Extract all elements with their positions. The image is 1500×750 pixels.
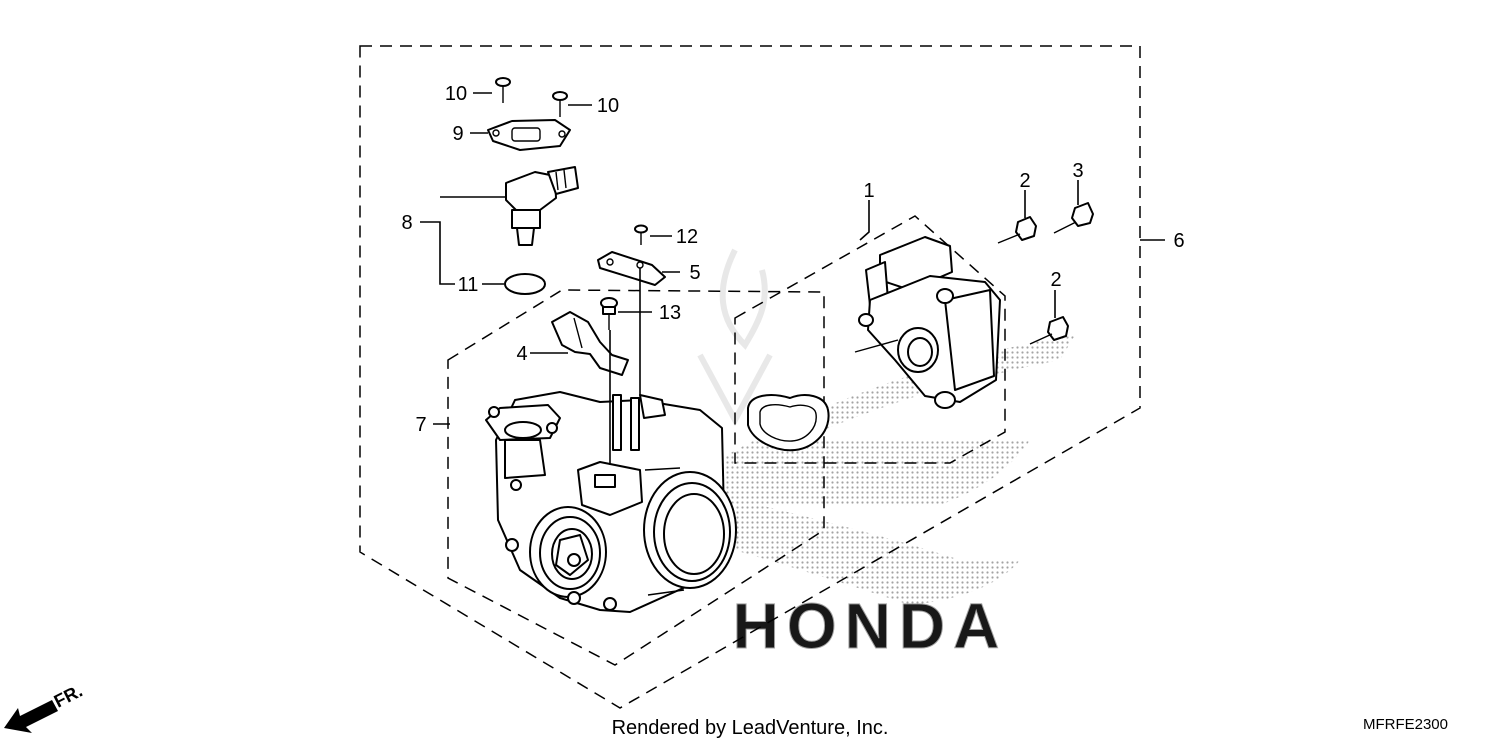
gasket	[747, 394, 830, 452]
callout-10-right: 10	[597, 95, 619, 117]
callout-2-upper: 2	[1019, 170, 1030, 192]
honda-watermark: HONDA	[697, 248, 1075, 663]
callout-labels: 1 2 3 2 4 5 6 7 8 9 10 10 11 12 13	[401, 83, 1184, 436]
screw-2-upper	[997, 216, 1037, 244]
callout-10-left: 10	[445, 83, 467, 105]
callout-1: 1	[863, 180, 874, 202]
render-credit: Rendered by LeadVenture, Inc.	[611, 717, 889, 739]
gasket-inner	[759, 404, 817, 442]
throttle-body-sub-box	[447, 289, 825, 666]
plate-5	[597, 251, 666, 286]
callout-8: 8	[401, 212, 412, 234]
screw-10-right	[552, 91, 568, 117]
front-label: FR.	[51, 681, 86, 712]
bolt-3	[1053, 202, 1094, 234]
sensor-unit-1	[854, 236, 1001, 409]
diagram-code: MFRFE2300	[1362, 716, 1448, 733]
callout-2-lower: 2	[1050, 269, 1061, 291]
callout-6: 6	[1173, 230, 1184, 252]
honda-watermark-text: HONDA	[733, 590, 1008, 662]
callout-13: 13	[659, 302, 681, 324]
callout-11: 11	[458, 274, 479, 296]
plate-9	[487, 119, 571, 151]
throttle-body-7	[485, 391, 737, 613]
sensor-8	[505, 166, 579, 246]
throttle-body-assy-box	[359, 45, 1141, 709]
front-arrow-icon	[4, 700, 58, 733]
screw-12	[634, 224, 648, 245]
callout-9: 9	[452, 123, 463, 145]
sensor-unit-box	[734, 215, 1006, 464]
screw-10-left	[495, 77, 511, 103]
callout-4: 4	[516, 343, 527, 365]
callout-5: 5	[689, 262, 700, 284]
screw-2-lower	[1029, 316, 1069, 345]
leader-lines	[420, 92, 1165, 465]
honda-wing-mark	[700, 335, 1075, 605]
o-ring-11	[504, 273, 546, 295]
callout-3: 3	[1072, 160, 1083, 182]
callout-7: 7	[415, 414, 426, 436]
callout-12: 12	[676, 226, 698, 248]
cable-bracket-4	[551, 311, 629, 376]
bolt-13	[600, 297, 618, 330]
